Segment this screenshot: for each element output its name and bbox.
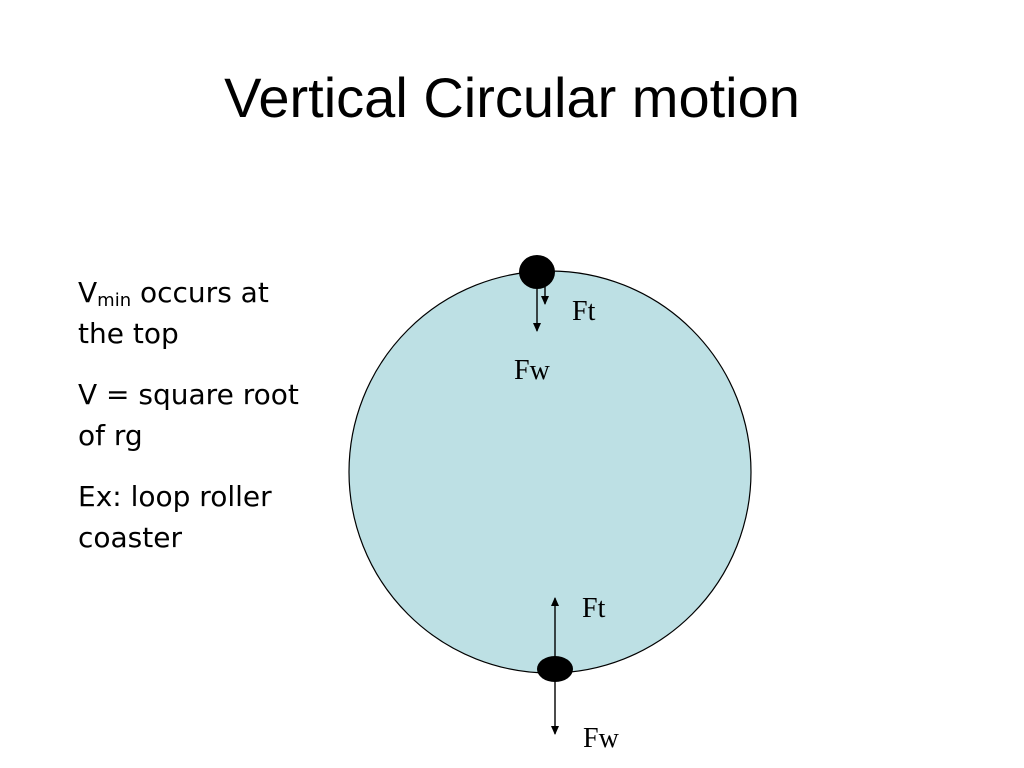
bullet-vmin-rest: occurs at the top xyxy=(78,276,269,350)
circular-path xyxy=(348,270,752,674)
bullet-vmin-v: V xyxy=(78,276,98,309)
bullet-example: Ex: loop roller coaster xyxy=(78,480,272,554)
bullet-list: Vmin occurs at the top V = square root o… xyxy=(78,272,318,578)
bullet-velocity-formula: V = square root of rg xyxy=(78,378,299,452)
bullet-vmin: Vmin occurs at the top xyxy=(78,272,318,354)
top-mass xyxy=(519,255,555,289)
bottom-tension-label: Ft xyxy=(582,593,606,624)
bottom-weight-label: Fw xyxy=(583,723,620,754)
bottom-mass xyxy=(537,656,573,682)
top-weight-label: Fw xyxy=(514,355,551,386)
top-tension-label: Ft xyxy=(572,296,596,327)
slide-title: Vertical Circular motion xyxy=(224,66,800,129)
bullet-vmin-subscript: min xyxy=(97,290,132,311)
